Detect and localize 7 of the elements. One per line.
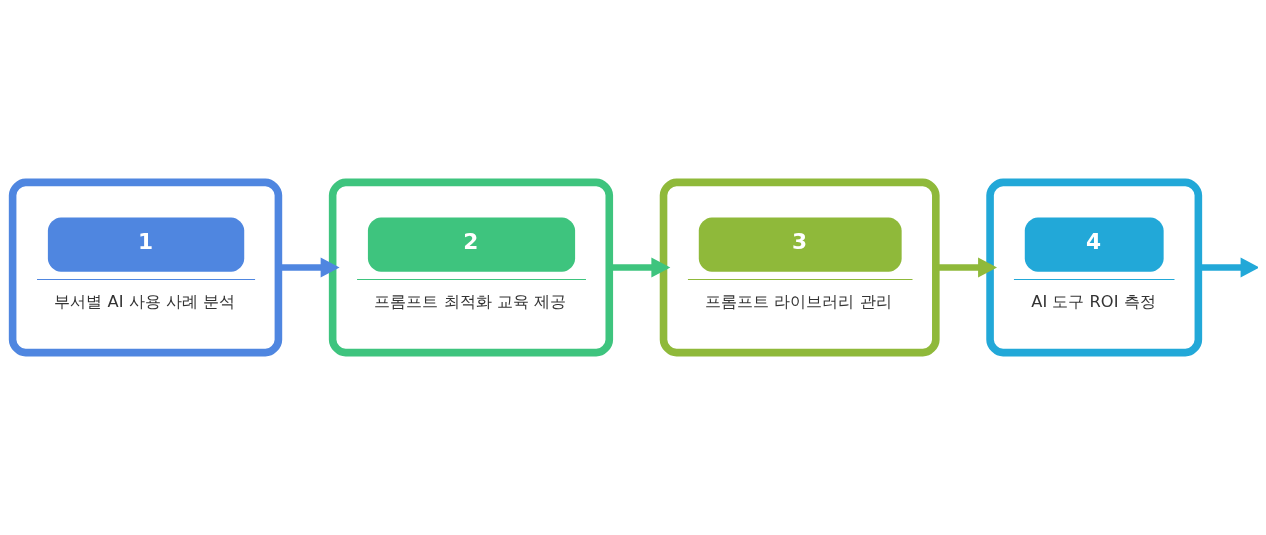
arrow	[278, 257, 340, 278]
node-box: 2 프롬프트 최적화 교육 제공	[328, 178, 614, 357]
node-box: 1 부서별 AI 사용 사례 분석	[8, 178, 283, 357]
node-box: 4 AI 도구 ROI 측정	[986, 178, 1203, 357]
arrow	[1198, 257, 1258, 278]
arrow	[936, 257, 997, 278]
node-box: 3 프롬프트 라이브러리 관리	[659, 178, 940, 357]
